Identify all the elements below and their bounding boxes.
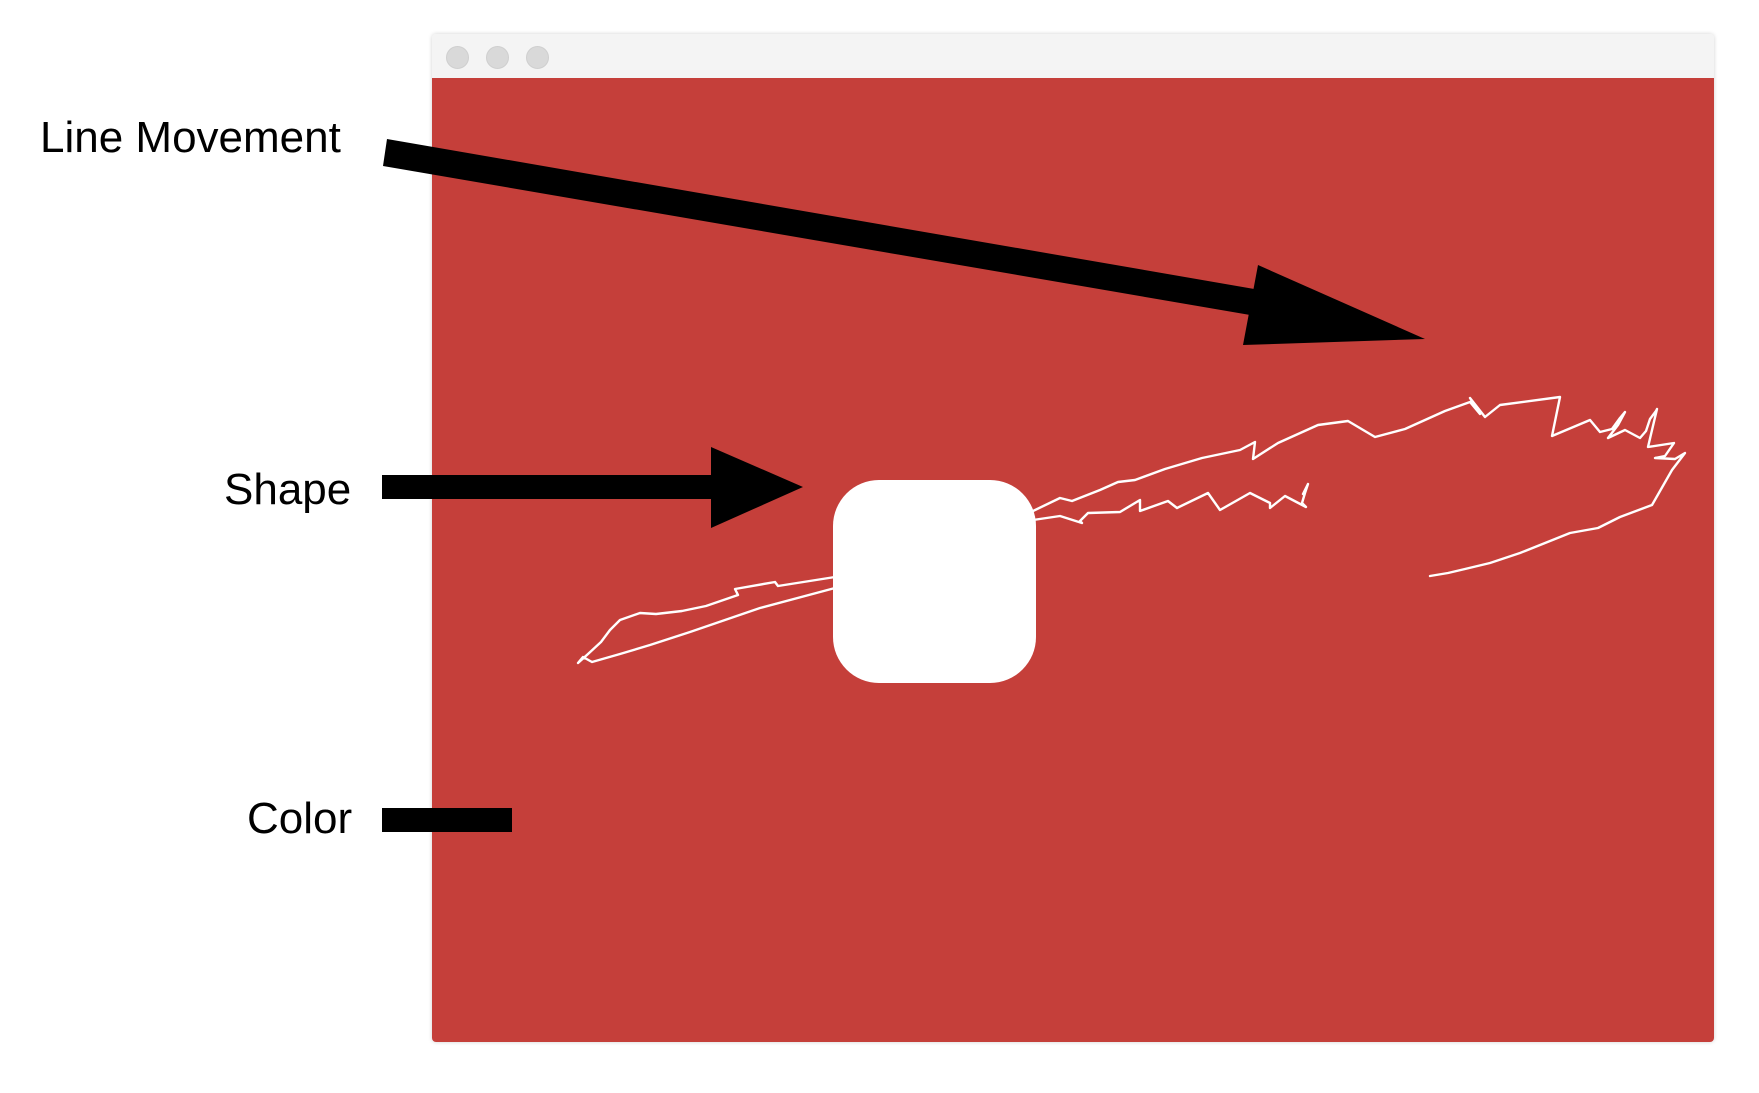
shape-arrow-shaft xyxy=(382,475,712,499)
color-arrow xyxy=(382,808,512,832)
label-line-movement: Line Movement xyxy=(40,113,341,162)
line-trail-left xyxy=(576,575,837,665)
minimize-window-button[interactable] xyxy=(486,46,509,69)
line-movement-arrow-shaft xyxy=(383,139,1260,316)
shape-arrow-head xyxy=(711,447,803,528)
close-window-button[interactable] xyxy=(446,46,469,69)
rounded-square-shape xyxy=(833,480,1036,683)
label-shape: Shape xyxy=(224,465,352,514)
line-movement-arrow xyxy=(383,139,1425,345)
shape-arrow xyxy=(382,447,803,528)
zoom-window-button[interactable] xyxy=(526,46,549,69)
line-movement-arrow-head xyxy=(1243,265,1425,345)
line-trail-upper xyxy=(1031,395,1687,578)
line-trail-lower xyxy=(1031,482,1310,525)
label-color: Color xyxy=(247,794,353,843)
color-arrow-bar xyxy=(382,808,512,832)
